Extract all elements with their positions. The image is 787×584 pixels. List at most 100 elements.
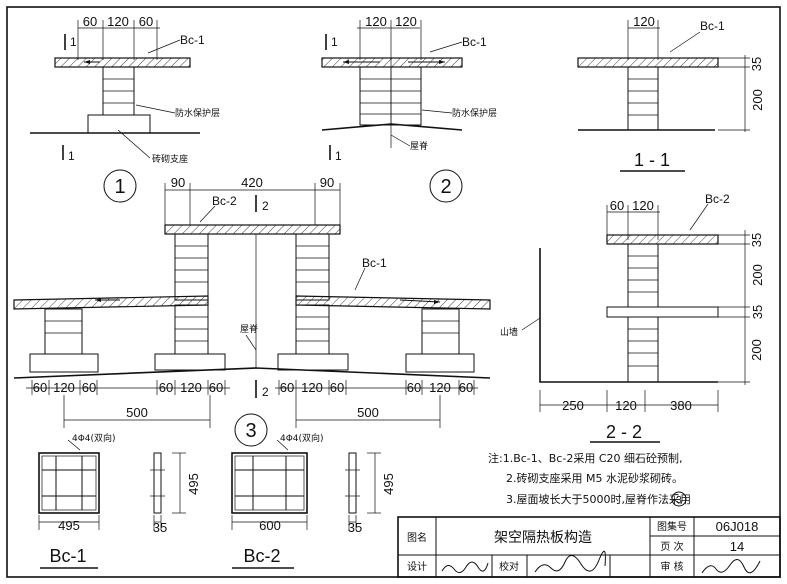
s22-dim-v1: 35 <box>749 233 764 247</box>
d3-bl-5: 60 <box>209 380 223 395</box>
s22-dim-120b: 120 <box>615 398 637 413</box>
d3-sec-bot: 2 <box>262 385 269 399</box>
d1-dim-b: 120 <box>107 14 129 29</box>
bc1-h: 495 <box>186 473 201 495</box>
d1-sec-top: 1 <box>70 35 77 49</box>
d3-span-right: 500 <box>357 405 379 420</box>
d3-ridge-label: 屋脊 <box>240 323 258 335</box>
page-no: 14 <box>730 539 744 554</box>
d3-side-slab-label: Bc-1 <box>362 256 387 270</box>
s11-dim-top: 120 <box>633 14 655 29</box>
s22-title: 2 - 2 <box>606 422 642 442</box>
note-2: 2.砖砌支座采用 M5 水泥砂浆砌砖。 <box>506 471 683 485</box>
d1-dim-a: 60 <box>83 14 97 29</box>
detail-1: 60 120 60 1 1 Bc-1 防水保护层 砖砌支座 1 <box>30 14 220 203</box>
d2-layer-label: 防水保护层 <box>452 107 497 119</box>
d1-sec-bot: 1 <box>68 149 75 163</box>
d3-left-slab <box>13 295 209 310</box>
bc1-w: 495 <box>58 518 80 533</box>
label-shenhe: 审 核 <box>660 560 683 573</box>
d2-slab-label: Bc-1 <box>462 35 487 49</box>
bc2-w: 600 <box>259 518 281 533</box>
d1-mark: 1 <box>114 176 125 198</box>
d3-br-5: 60 <box>459 380 473 395</box>
d1-dim-c: 60 <box>139 14 153 29</box>
d3-bl-1: 120 <box>53 380 75 395</box>
section-1-1: 120 Bc-1 35 200 1 - 1 <box>577 14 765 172</box>
bc2-h: 495 <box>381 473 396 495</box>
detail-2: 120 120 1 1 Bc-1 防水保护层 屋脊 2 <box>321 14 497 203</box>
d1-layer-label: 防水保护层 <box>175 107 220 119</box>
d3-bl-4: 120 <box>180 380 202 395</box>
d3-br-3: 60 <box>407 380 421 395</box>
s11-dim-200: 200 <box>750 89 765 111</box>
d1-slab <box>54 57 191 68</box>
d3-bl-3: 60 <box>159 380 173 395</box>
d2-mark: 2 <box>440 176 451 198</box>
d3-sec-top: 2 <box>262 199 269 213</box>
d2-ridge-label: 屋脊 <box>410 140 428 152</box>
reviewer-signature <box>701 559 761 574</box>
bc1-t: 35 <box>153 520 167 535</box>
d3-br-2: 60 <box>330 380 344 395</box>
d2-dim-a: 120 <box>365 14 387 29</box>
label-yeci: 页 次 <box>660 540 683 553</box>
title-block: 图名 架空隔热板构造 图集号 06J018 页 次 14 设计 校对 审 核 <box>397 516 781 578</box>
d3-dim-90a: 90 <box>171 175 185 190</box>
s22-dim-v2: 200 <box>750 264 765 286</box>
label-tujihao: 图集号 <box>657 520 687 533</box>
d2-sec-bot: 1 <box>335 149 342 163</box>
d3-top-slab <box>164 224 341 235</box>
label-jiaodui: 校对 <box>499 560 519 573</box>
detail-3: 90 420 90 2 2 Bc-2 Bc-1 <box>13 175 491 447</box>
note-ref: 3 <box>676 495 682 506</box>
d3-br-1: 120 <box>301 380 323 395</box>
bc2-plan: 4Φ4(双向) 600 35 495 Bc-2 <box>231 432 396 569</box>
s11-slab <box>577 57 719 68</box>
d3-br-4: 120 <box>429 380 451 395</box>
s22-wall-label: 山墙 <box>500 326 518 338</box>
d3-span-left: 500 <box>126 405 148 420</box>
d3-top-slab-label: Bc-2 <box>212 194 237 208</box>
s22-slab <box>606 234 719 245</box>
s22-dim-v3: 35 <box>750 305 765 319</box>
s11-slab-label: Bc-1 <box>700 19 725 33</box>
figure-no: 06J018 <box>716 519 759 534</box>
label-tuming: 图名 <box>407 531 427 544</box>
d2-dim-b: 120 <box>395 14 417 29</box>
drawing-title: 架空隔热板构造 <box>494 530 592 546</box>
s11-dim-35: 35 <box>749 57 764 71</box>
bc2-rebar: 4Φ4(双向) <box>280 432 324 444</box>
s22-dim-250: 250 <box>562 398 584 413</box>
d3-dim-420: 420 <box>241 175 263 190</box>
notes: 注:1.Bc-1、Bc-2采用 C20 细石砼预制, 2.砖砌支座采用 M5 水… <box>488 451 691 507</box>
d3-bl-2: 60 <box>82 380 96 395</box>
section-2-2: 60 120 Bc-2 35 200 35 200 山墙 250 1 <box>500 192 765 443</box>
d3-dim-90b: 90 <box>320 175 334 190</box>
s22-dim-v4: 200 <box>749 339 764 361</box>
d3-bl-0: 60 <box>33 380 47 395</box>
bc1-plan: 4Φ4(双向) 495 35 495 Bc-1 <box>38 432 201 569</box>
d1-slab-label: Bc-1 <box>180 33 205 47</box>
d3-right-slab <box>295 295 491 310</box>
d1-base-label: 砖砌支座 <box>152 153 188 165</box>
designer-signature <box>441 561 489 573</box>
d3-mark: 3 <box>245 420 256 442</box>
sheet-border <box>6 6 781 578</box>
s22-dim-60: 60 <box>610 198 624 213</box>
s22-dim-120: 120 <box>632 198 654 213</box>
s11-title: 1 - 1 <box>634 150 670 170</box>
note-1: 注:1.Bc-1、Bc-2采用 C20 细石砼预制, <box>488 451 683 465</box>
s22-dim-380: 380 <box>670 398 692 413</box>
d3-br-0: 60 <box>280 380 294 395</box>
bc2-t: 35 <box>348 520 362 535</box>
checker-signature <box>534 550 606 573</box>
bc2-name: Bc-2 <box>243 546 280 566</box>
bc1-name: Bc-1 <box>49 546 86 566</box>
note-3: 3.屋面坡长大于5000时,屋脊作法采用 <box>506 492 691 506</box>
s22-slab-label: Bc-2 <box>705 192 730 206</box>
label-sheji: 设计 <box>407 560 427 573</box>
bc1-rebar: 4Φ4(双向) <box>72 432 116 444</box>
